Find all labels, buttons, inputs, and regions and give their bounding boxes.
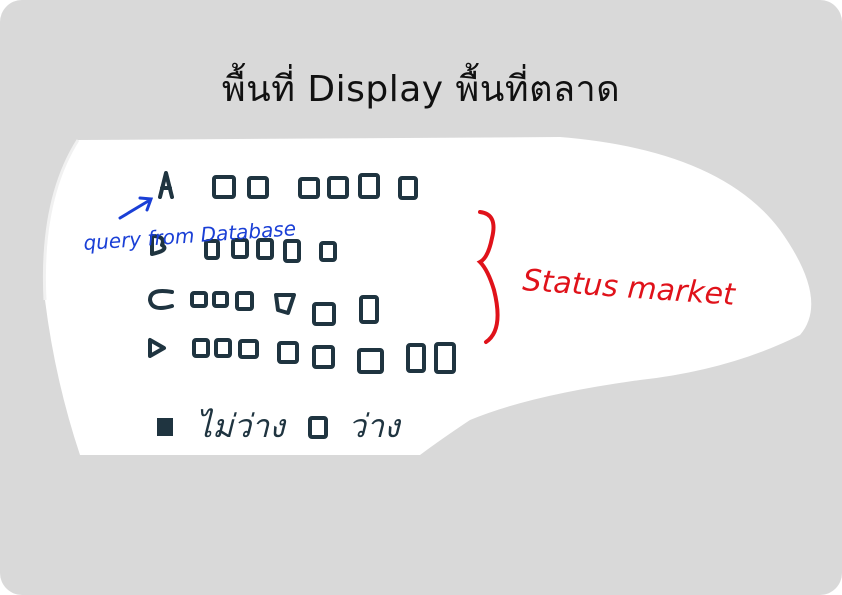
slot-d-5 xyxy=(312,345,335,369)
slot-a-6 xyxy=(398,176,418,200)
slot-a-1 xyxy=(212,175,236,199)
slot-b-5 xyxy=(319,241,337,262)
row-label-b xyxy=(150,234,167,256)
slot-d-7 xyxy=(406,343,426,373)
row-label-c xyxy=(148,289,174,310)
legend-filled-marker xyxy=(157,418,173,436)
paper-area xyxy=(44,137,812,455)
slot-d-2 xyxy=(214,338,232,358)
slot-c-2 xyxy=(212,291,229,308)
slot-b-1 xyxy=(204,239,220,260)
slot-b-2 xyxy=(231,238,249,259)
slot-c-4 xyxy=(274,293,296,315)
slot-d-4 xyxy=(277,341,299,364)
slot-a-4 xyxy=(327,176,349,199)
curly-brace xyxy=(476,210,500,344)
row-label-a xyxy=(158,171,174,199)
slot-a-2 xyxy=(247,176,269,199)
row-label-d xyxy=(148,338,166,358)
legend-free-label: ว่าง xyxy=(348,407,402,445)
slot-c-3 xyxy=(235,291,254,311)
slot-c-1 xyxy=(190,291,208,308)
slot-d-8 xyxy=(434,342,456,374)
legend-occupied-label: ไม่ว่าง xyxy=(196,407,287,445)
slot-d-6 xyxy=(357,348,384,374)
page-title: พื้นที่ Display พื้นที่ตลาด xyxy=(221,69,621,110)
annotation-arrow xyxy=(118,196,154,220)
slot-c-5 xyxy=(312,302,336,326)
slot-a-3 xyxy=(298,177,320,199)
slot-a-5 xyxy=(358,173,380,199)
slot-b-3 xyxy=(256,238,274,260)
slot-d-3 xyxy=(238,339,259,359)
slot-b-4 xyxy=(283,239,301,263)
slot-c-6 xyxy=(359,295,379,324)
legend-empty-marker xyxy=(308,416,328,439)
slot-d-1 xyxy=(192,338,210,358)
